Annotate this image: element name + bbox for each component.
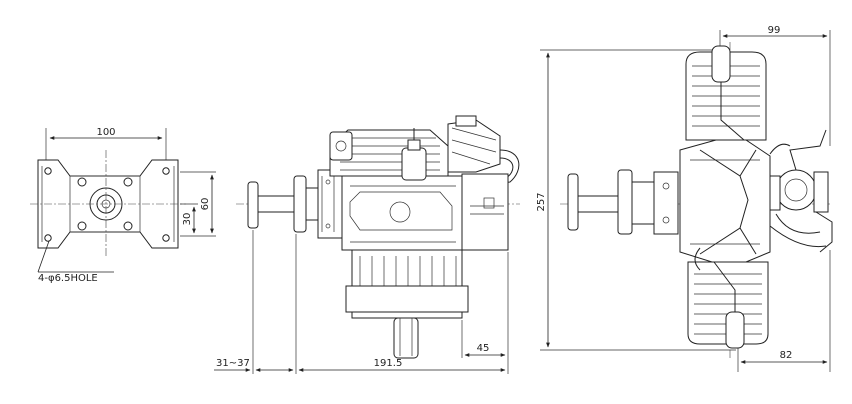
top-width-label: 99 (768, 25, 781, 36)
engine-front-view: 257 99 82 (536, 25, 833, 372)
mount-height-dimension: 60 (180, 171, 216, 237)
prop-adapter-label: 31~37 (216, 358, 250, 369)
mount-plate-view: 100 60 30 (30, 127, 216, 284)
overall-length-label: 191.5 (374, 358, 403, 369)
mount-width-dimension: 100 (45, 127, 167, 160)
overall-length-dimension: 191.5 (298, 358, 506, 372)
mount-hole-label: 4-φ6.5HOLE (38, 273, 98, 284)
mount-height-label: 60 (200, 198, 211, 211)
overall-height-dimension: 257 (536, 49, 736, 351)
prop-adapter-dimension: 31~37 (214, 358, 300, 372)
mount-hole-callout: 4-φ6.5HOLE (37, 240, 114, 284)
rear-offset-label: 45 (477, 343, 490, 354)
rear-offset-dimension: 45 (464, 343, 506, 357)
mount-center-label: 30 (182, 213, 193, 226)
bottom-width-label: 82 (780, 350, 793, 361)
mount-center-dimension: 30 (180, 203, 198, 234)
overall-height-label: 257 (536, 192, 547, 211)
mount-width-label: 100 (96, 127, 115, 138)
engine-side-view: 45 191.5 31~37 (214, 115, 520, 374)
